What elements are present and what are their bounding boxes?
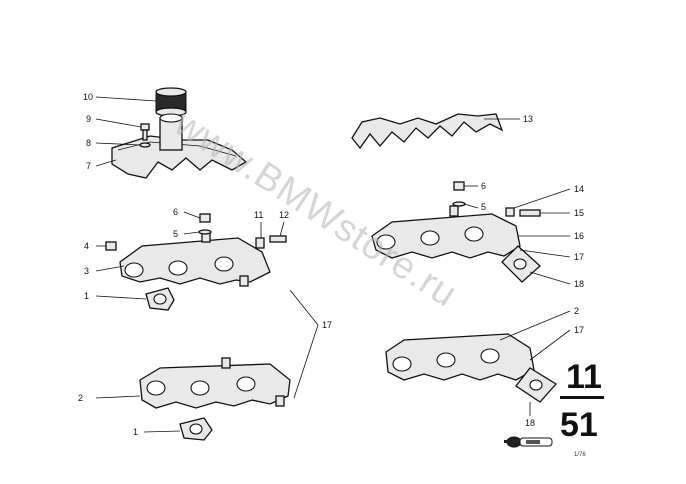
callout-13: 13 xyxy=(523,114,533,124)
washer-8 xyxy=(139,142,151,148)
gasket-1-upper xyxy=(145,287,175,311)
sensor-11-12 xyxy=(255,235,287,249)
callout-2-left: 2 xyxy=(78,393,83,403)
callout-6-left: 6 xyxy=(173,207,178,217)
catalog-group-number: 11 51 xyxy=(560,358,604,444)
catalog-divider xyxy=(560,396,604,399)
flange-gasket-18-upper xyxy=(501,245,541,283)
callout-2-right: 2 xyxy=(574,306,579,316)
callout-10: 10 xyxy=(83,92,93,102)
gasket-1-lower xyxy=(179,417,213,441)
flange-gasket-18-lower xyxy=(515,367,558,403)
callout-1-lower: 1 xyxy=(133,427,138,437)
exhaust-manifold-right-upper xyxy=(371,205,521,259)
callout-4: 4 xyxy=(84,241,89,251)
callout-8: 8 xyxy=(86,138,91,148)
sensor-14-15 xyxy=(505,207,541,217)
pipe-connector xyxy=(159,113,183,151)
plug-6-and-washer-5-left xyxy=(198,213,212,235)
heat-shield-right xyxy=(351,113,504,150)
callout-16: 16 xyxy=(574,231,584,241)
callout-1-upper: 1 xyxy=(84,291,89,301)
callout-11: 11 xyxy=(254,210,263,220)
stud-4 xyxy=(105,241,117,251)
engine-icon xyxy=(504,436,553,448)
callout-labels: 10 9 8 7 13 6 5 11 12 4 3 1 17 2 1 6 5 1… xyxy=(78,92,584,437)
callout-17-left: 17 xyxy=(322,320,332,330)
callout-12: 12 xyxy=(279,210,289,220)
leader-lines xyxy=(95,96,571,433)
callout-15: 15 xyxy=(574,208,584,218)
callout-18-upper: 18 xyxy=(574,279,584,289)
callout-14: 14 xyxy=(574,184,584,194)
callout-6-right: 6 xyxy=(481,181,486,191)
callout-17-right-lower: 17 xyxy=(574,325,584,335)
catalog-group-bottom: 51 xyxy=(560,406,598,444)
air-filter-element xyxy=(155,87,187,117)
exhaust-manifold-rear xyxy=(139,357,291,409)
catalog-group-top: 11 xyxy=(566,358,602,396)
exhaust-manifold-right-lower xyxy=(385,333,535,381)
footer-code: 1/76 xyxy=(574,452,586,458)
plug-6-and-washer-5-right xyxy=(452,181,466,207)
watermark-text: www.BMWstore.ru xyxy=(166,102,464,316)
callout-9: 9 xyxy=(86,114,91,124)
callout-7: 7 xyxy=(86,161,91,171)
callout-5-right: 5 xyxy=(481,202,486,212)
callout-3: 3 xyxy=(84,266,89,276)
callout-17-right-upper: 17 xyxy=(574,252,584,262)
callout-5-left: 5 xyxy=(173,229,178,239)
callout-18-lower: 18 xyxy=(525,418,535,428)
exhaust-manifold-front xyxy=(119,231,271,287)
